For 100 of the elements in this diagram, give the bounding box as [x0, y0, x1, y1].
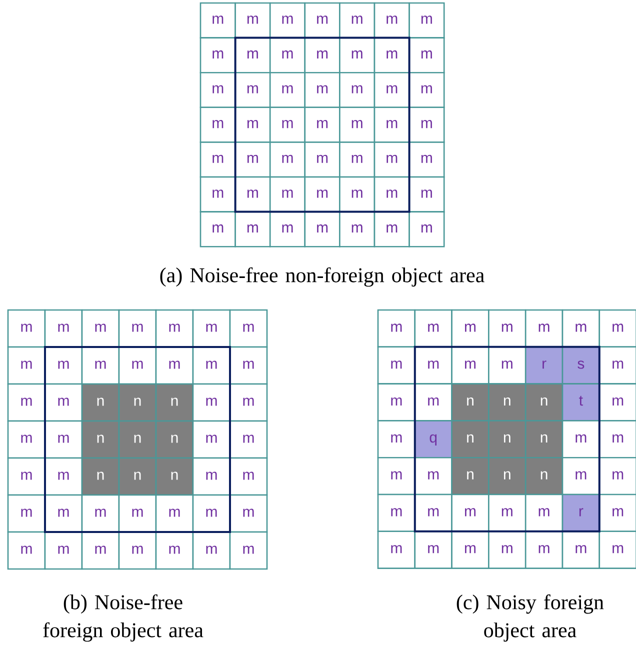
grid-cell: m: [377, 420, 416, 458]
grid-cell: m: [7, 383, 46, 422]
grid-cell: m: [339, 211, 376, 248]
grid-cell: m: [598, 383, 636, 422]
grid-cell: m: [598, 494, 636, 532]
grid-cell: m: [81, 309, 120, 348]
grid-cell: t: [562, 383, 600, 422]
grid-cell: m: [304, 106, 340, 143]
grid-cell: r: [524, 346, 564, 384]
grid-cell: m: [192, 309, 231, 348]
grid-cell: m: [524, 530, 564, 569]
grid-cell: m: [451, 346, 490, 384]
grid-cell: m: [7, 309, 46, 348]
grid-cell: m: [269, 72, 306, 108]
grid-cell: n: [488, 383, 526, 422]
grid-cell: m: [200, 142, 236, 178]
grid-cell: m: [192, 383, 231, 422]
grid-cell: m: [234, 37, 271, 74]
grid-cell: m: [414, 383, 452, 422]
grid-cell: m: [562, 530, 600, 569]
grid-cell: m: [81, 494, 120, 533]
grid-cell: m: [44, 494, 83, 533]
grid-cell: m: [192, 531, 231, 570]
grid-cell: m: [408, 2, 445, 38]
grid-cell: m: [234, 2, 271, 38]
grid-cell: m: [524, 494, 564, 532]
grid-cell: r: [562, 494, 600, 532]
grid-cell: m: [269, 37, 306, 74]
grid-cell: m: [524, 309, 564, 348]
grid-cell: n: [451, 383, 490, 422]
grid-cell: m: [200, 72, 236, 108]
grid-cell: m: [451, 309, 490, 348]
grid-cell: m: [374, 106, 410, 143]
grid-cell: m: [234, 106, 271, 143]
grid-cell: m: [229, 309, 268, 348]
grid-cell: n: [81, 383, 120, 422]
grid-cell: m: [229, 531, 268, 570]
grid-cell: m: [229, 346, 268, 385]
caption: (b) Noise-free foreign object area: [43, 594, 204, 642]
grid-cell: m: [377, 346, 416, 384]
grid-cell: n: [155, 420, 194, 459]
grid-cell: m: [414, 530, 452, 569]
grid-cell: m: [339, 106, 376, 143]
grid-cell: m: [118, 531, 157, 570]
grid-cell: m: [234, 211, 271, 248]
grid-cell: m: [192, 346, 231, 385]
grid-cell: m: [598, 456, 636, 496]
grid-cell: m: [200, 2, 236, 38]
grid-cell: m: [7, 420, 46, 459]
grid-cell: m: [269, 106, 306, 143]
grid-cell: m: [200, 37, 236, 74]
grid-cell: m: [414, 494, 452, 532]
grid-cell: m: [374, 142, 410, 178]
grid-cell: n: [118, 420, 157, 459]
grid-cell: m: [192, 457, 231, 496]
grid-cell: s: [562, 346, 600, 384]
grid-cell: m: [377, 530, 416, 569]
grid-cell: m: [192, 420, 231, 459]
grid-cell: m: [377, 456, 416, 496]
grid-cell: m: [598, 309, 636, 348]
grid-cell: m: [598, 420, 636, 458]
grid-cell: m: [339, 176, 376, 212]
grid-cell: n: [155, 457, 194, 496]
grid-cell: m: [118, 309, 157, 348]
grid-cell: m: [229, 420, 268, 459]
grid-cell: n: [118, 457, 157, 496]
grid-cell: m: [192, 494, 231, 533]
grid-cell: m: [339, 72, 376, 108]
grid-cell: m: [304, 176, 340, 212]
grid-cell: m: [408, 211, 445, 248]
grid-cell: m: [44, 531, 83, 570]
caption: (c) Noisy foreign object area: [456, 594, 604, 642]
grid-cell: m: [155, 309, 194, 348]
grid-cell: m: [374, 2, 410, 38]
grid-cell: m: [408, 37, 445, 74]
grid-cell: m: [44, 420, 83, 459]
grid-cell: n: [488, 420, 526, 458]
grid-cell: m: [408, 142, 445, 178]
grid-cell: m: [377, 383, 416, 422]
grid-cell: m: [7, 494, 46, 533]
grid-cell: m: [414, 346, 452, 384]
caption: (a) Noise-free non-foreign object area: [160, 267, 484, 287]
grid-cell: m: [374, 37, 410, 74]
grid-cell: m: [118, 494, 157, 533]
grid-cell: m: [200, 106, 236, 143]
grid-cell: m: [304, 2, 340, 38]
grid-cell: m: [269, 211, 306, 248]
grid-cell: m: [304, 142, 340, 178]
grid-cell: m: [200, 211, 236, 248]
grid-cell: m: [7, 457, 46, 496]
grid-cell: m: [488, 530, 526, 569]
grid-cell: m: [155, 494, 194, 533]
grid-cell: m: [374, 72, 410, 108]
grid-cell: m: [339, 142, 376, 178]
grid-cell: m: [155, 346, 194, 385]
grid-cell: n: [155, 383, 194, 422]
grid-cell: m: [377, 309, 416, 348]
grid-cell: m: [488, 494, 526, 532]
grid-cell: m: [339, 37, 376, 74]
grid-cell: n: [451, 420, 490, 458]
